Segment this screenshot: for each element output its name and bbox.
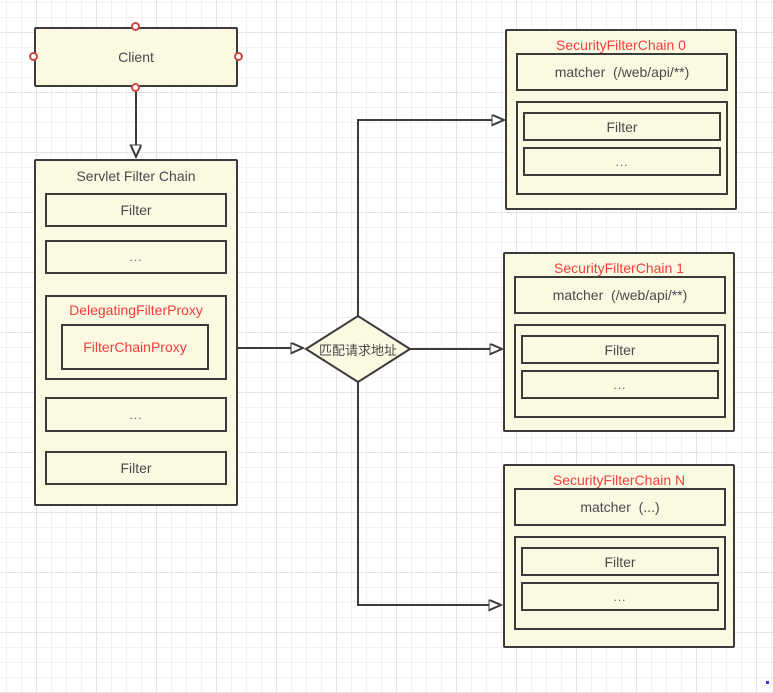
security-filter-chain-n-title: SecurityFilterChain N bbox=[552, 472, 686, 488]
servlet-filter-chain-title: Servlet Filter Chain bbox=[76, 168, 196, 184]
filter-node[interactable]: Filter bbox=[521, 547, 719, 576]
matcher-node[interactable]: matcher (/web/api/**) bbox=[516, 53, 728, 91]
filter-group-node[interactable]: Filter ... bbox=[514, 324, 726, 418]
filter-label: Filter bbox=[120, 460, 152, 476]
ellipsis-node[interactable]: ... bbox=[523, 147, 721, 176]
delegating-filter-proxy-title: DelegatingFilterProxy bbox=[69, 302, 203, 318]
filter-node[interactable]: Filter bbox=[523, 112, 721, 141]
ellipsis-label: ... bbox=[129, 407, 143, 422]
ellipsis-label: ... bbox=[613, 377, 627, 392]
stray-mark bbox=[766, 681, 769, 684]
filter-chain-proxy-node[interactable]: FilterChainProxy bbox=[61, 324, 209, 370]
filter-label: Filter bbox=[606, 118, 638, 135]
matcher-label: matcher (...) bbox=[580, 499, 660, 515]
matcher-node[interactable]: matcher (/web/api/**) bbox=[514, 276, 726, 314]
filter-chain-proxy-label: FilterChainProxy bbox=[83, 339, 187, 355]
servlet-filter-chain-node[interactable]: Servlet Filter Chain Filter ... Delegati… bbox=[34, 159, 238, 506]
connection-handle-left-icon[interactable] bbox=[29, 52, 38, 61]
connector-decision-to-chain0[interactable] bbox=[357, 120, 492, 316]
security-filter-chain-0-title: SecurityFilterChain 0 bbox=[556, 37, 686, 53]
connection-handle-bottom-icon[interactable] bbox=[131, 83, 140, 92]
filter-label: Filter bbox=[604, 553, 636, 570]
security-filter-chain-1-node[interactable]: SecurityFilterChain 1 matcher (/web/api/… bbox=[503, 252, 735, 432]
ellipsis-label: ... bbox=[615, 154, 629, 169]
client-label: Client bbox=[118, 49, 154, 65]
decision-node[interactable]: 匹配请求地址 bbox=[304, 314, 412, 384]
ellipsis-label: ... bbox=[613, 589, 627, 604]
connection-handle-right-icon[interactable] bbox=[234, 52, 243, 61]
filter-node-bottom[interactable]: Filter bbox=[45, 451, 227, 485]
ellipsis-node[interactable]: ... bbox=[521, 582, 719, 611]
filter-group-node[interactable]: Filter ... bbox=[514, 536, 726, 630]
ellipsis-node[interactable]: ... bbox=[521, 370, 719, 399]
ellipsis-node-top[interactable]: ... bbox=[45, 240, 227, 274]
security-filter-chain-0-node[interactable]: SecurityFilterChain 0 matcher (/web/api/… bbox=[505, 29, 737, 210]
client-node[interactable]: Client bbox=[29, 22, 243, 92]
security-filter-chain-n-node[interactable]: SecurityFilterChain N matcher (...) Filt… bbox=[503, 464, 735, 648]
matcher-node[interactable]: matcher (...) bbox=[514, 488, 726, 526]
filter-node-top[interactable]: Filter bbox=[45, 193, 227, 227]
filter-label: Filter bbox=[120, 202, 152, 218]
security-filter-chain-1-title: SecurityFilterChain 1 bbox=[554, 260, 684, 276]
decision-label: 匹配请求地址 bbox=[318, 342, 397, 358]
matcher-label: matcher (/web/api/**) bbox=[554, 64, 690, 80]
delegating-filter-proxy-node[interactable]: DelegatingFilterProxy FilterChainProxy bbox=[45, 295, 227, 380]
connector-decision-to-chainN[interactable] bbox=[357, 382, 489, 605]
filter-node[interactable]: Filter bbox=[521, 335, 719, 364]
diamond-shape-icon bbox=[304, 314, 412, 384]
ellipsis-node-bottom[interactable]: ... bbox=[45, 397, 227, 432]
matcher-label: matcher (/web/api/**) bbox=[552, 287, 688, 303]
filter-label: Filter bbox=[604, 341, 636, 358]
connection-handle-top-icon[interactable] bbox=[131, 22, 140, 31]
filter-group-node[interactable]: Filter ... bbox=[516, 101, 728, 195]
ellipsis-label: ... bbox=[129, 250, 143, 264]
